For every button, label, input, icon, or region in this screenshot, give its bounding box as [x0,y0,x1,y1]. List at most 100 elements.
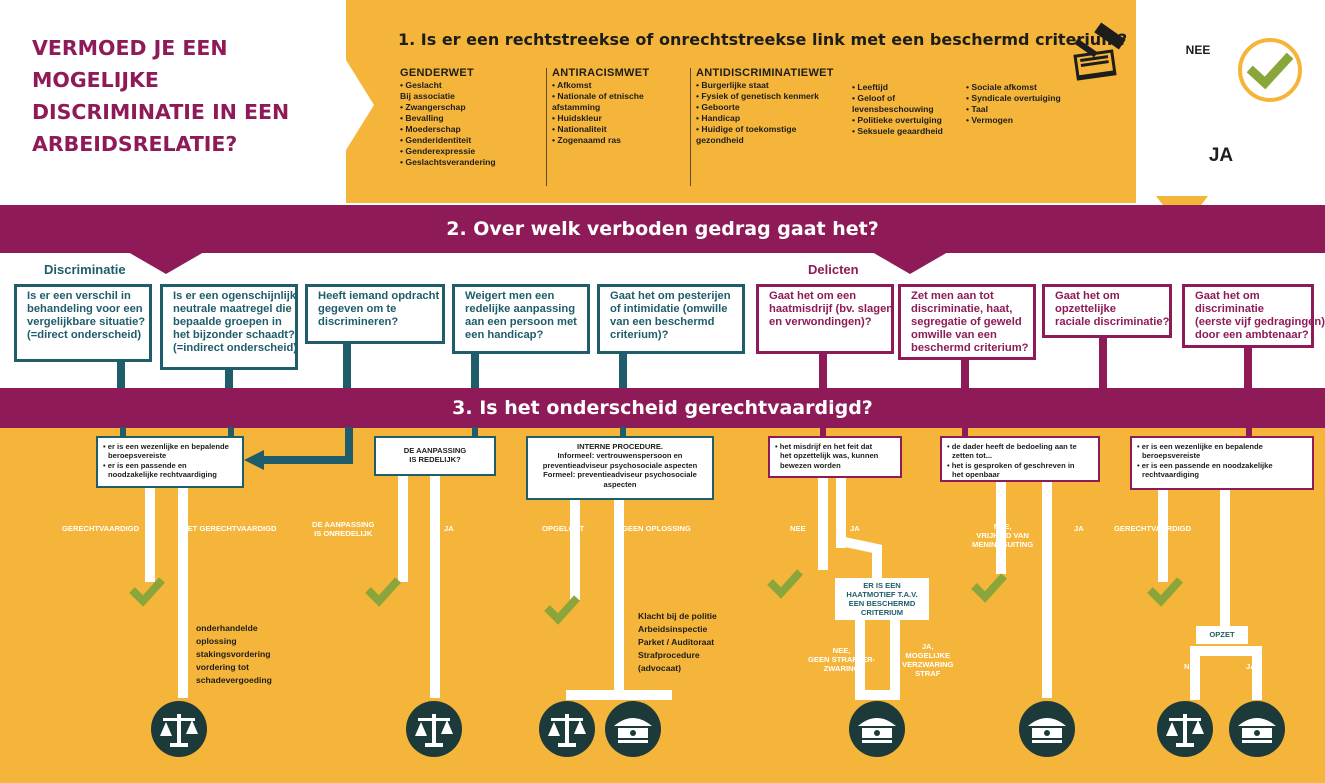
column-separator [546,68,547,186]
police-cap-icon [605,701,661,757]
haatmotief-label: ER IS EEN HAATMOTIEF T.A.V. EEN BESCHERM… [835,578,929,620]
criterion: • Vermogen [966,115,1013,125]
question-indirect-onderscheid: Is er een ogenschijnlijk neutrale maatre… [160,284,298,370]
condition-box-5: • de dader heeft de bedoeling aan te zet… [940,436,1100,482]
condition-box-6: • er is een wezenlijke en bepalende bero… [1130,436,1314,490]
connector [225,368,233,390]
niet-gerechtvaardigd-label: NIET GERECHTVAARDIGD [180,524,277,533]
step2-question: 2. Over welk verboden gedrag gaat het? [446,218,879,240]
label-line: STRAF [915,669,941,678]
antiracismwet-column: ANTIRACISMWET • Afkomst • Nationale of e… [552,68,649,146]
question-line: opzettelijke [1055,303,1116,315]
criterion: gezondheid [696,135,744,145]
nee-path [1136,59,1236,72]
remedy-line: (advocaat) [638,663,681,673]
connector [260,456,353,464]
condition-line: aspecten [603,479,637,489]
remedy-line: vordering tot [196,662,249,672]
question-line: het bijzonder schaadt? [173,329,295,341]
gerechtvaardigd-label: GERECHTVAARDIGD [1114,524,1192,533]
outcome-path [1252,646,1262,700]
condition-line: bewezen worden [780,460,841,470]
check-icon [129,577,165,607]
outcome-path [855,690,900,700]
antidiscriminatiewet-column-2: • Leeftijd • Geloof of levensbeschouwing… [852,82,943,137]
connector [1244,346,1252,390]
nee-label: NEE [1184,662,1200,671]
criterion: levensbeschouwing [852,104,934,114]
label-line: VRIJHEID VAN [976,531,1029,540]
column-separator [690,68,691,186]
criterion: • Handicap [696,113,741,123]
police-cap-icon [1019,701,1075,757]
connector [471,352,479,390]
label-line: VERZWARING [902,660,954,669]
connector [117,360,125,390]
condition-line: beroepsvereiste [1142,451,1201,461]
check-icon [365,577,401,607]
discriminatie-label: Discriminatie [44,262,126,277]
opzet-label: OPZET [1196,626,1248,644]
question-ambtenaar: Gaat het om discriminatie (eerste vijf g… [1182,284,1325,348]
condition-line: • het misdrijf en het feit dat [775,442,873,451]
condition-box-4: • het misdrijf en het feit dat het opzet… [768,436,902,478]
remedy-line: Parket / Auditoraat [638,637,715,647]
question-pesterijen: Gaat het om pesterijen of intimidatie (o… [597,284,745,354]
step1-question: 1. Is er een rechtstreekse of onrechtstr… [398,30,1128,49]
question-line: discriminatie, haat, [911,303,1013,315]
condition-line: Informeel: vertrouwenspersoon en [557,451,683,461]
outcome-path [818,478,828,570]
question-line: (=indirect onderscheid) [173,342,298,354]
outcome-path [566,690,672,700]
nee-label: NEE [790,524,806,533]
ja-label: JA [1246,662,1256,671]
connector [819,352,827,390]
question-redelijke-aanpassing: Weigert men een redelijke aanpassing aan… [452,284,590,354]
outcome-path [430,476,440,698]
remedy-line: Klacht bij de politie [638,611,717,621]
police-cap-icon [849,701,905,757]
question-line: discriminatie [1195,303,1265,315]
connector [820,427,826,437]
connector [1099,336,1107,390]
remedy-line: oplossing [196,636,237,646]
condition-line: preventieadviseur psychosociale aspecten [542,460,698,470]
title-line: MOGELIJKE [32,68,159,92]
opgelost-label: OPGELOST [542,524,585,533]
condition-line: • er is een passende en [103,460,187,470]
nee-geen-strafverzwaring-label: NEE, GEEN STRAFVER- ZWARING [808,646,875,673]
question-line: Gaat het om pesterijen [610,290,731,302]
label-line: HAATMOTIEF T.A.V. [846,590,918,599]
question-line: Is er een verschil in [27,290,131,302]
ja-label: JA [1074,524,1084,533]
condition-line: noodzakelijke rechtvaardiging [108,470,217,480]
connector [228,427,234,437]
question-line: omwille van een [911,329,997,341]
gavel-book-icon [1073,22,1126,81]
outcome-path [1158,490,1168,582]
condition-line: het opzettelijk was, kunnen [780,451,879,461]
question-line: behandeling voor een [27,303,143,315]
label-line: GEEN STRAFVER- [808,655,876,664]
question-line: vergelijkbare situatie? [27,316,146,328]
connector [962,427,968,437]
question-line: Heeft iemand opdracht [318,290,440,302]
scales-icon [539,701,595,757]
label-line: JA, [921,642,934,651]
criterion: • Syndicale overtuiging [966,93,1061,103]
check-icon [1147,577,1183,607]
question-line: of intimidatie (omwille [610,303,728,315]
question-aanzetten: Zet men aan tot discriminatie, haat, seg… [898,284,1036,360]
outcome-path [855,620,865,700]
step2-band: 2. Over welk verboden gedrag gaat het? [0,205,1325,253]
criterion: • Geslacht [400,80,442,90]
nee-vrijheid-label: NEE, VRIJHEID VAN MENINGSUITING [972,522,1033,549]
outcome-path [145,488,155,582]
band-arrow [128,252,204,274]
condition-box-2: DE AANPASSING IS REDELIJK? [374,436,496,476]
question-opdracht: Heeft iemand opdracht gegeven om te disc… [305,284,445,344]
criterion: • Afkomst [552,80,592,90]
criterion: • Zwangerschap [400,102,466,112]
outcome-path [890,620,900,700]
delicten-label: Delicten [808,262,859,277]
